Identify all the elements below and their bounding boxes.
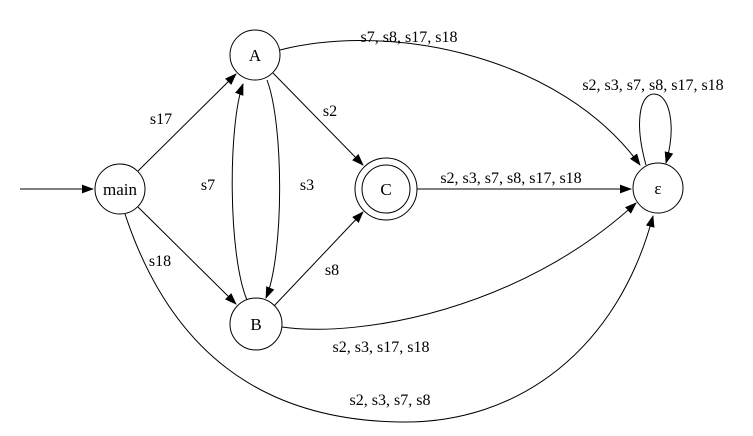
edge-A-to-epsilon [279,40,641,166]
node-main-label: main [103,180,137,199]
edge-main-to-B [137,206,237,305]
edge-A-to-C [272,72,364,166]
node-epsilon: ε [632,162,684,214]
edge-B-to-A [231,83,248,301]
edge-label-C-epsilon: s2, s3, s7, s8, s17, s18 [440,170,581,187]
node-C-label: C [380,180,391,199]
edge-main-to-epsilon [124,213,655,423]
edge-label-B-C: s8 [325,262,339,279]
node-A-label: A [249,46,262,65]
edge-label-A-C: s2 [323,103,337,120]
node-C-accepting: C [354,157,418,221]
node-C-inner-circle [361,164,411,214]
edge-B-to-epsilon [281,202,637,330]
edge-label-B-A: s7 [201,177,215,194]
node-B-circle [229,297,283,351]
edge-label-main-A: s17 [150,111,172,128]
edge-B-to-C [273,211,364,307]
edge-label-A-B: s3 [300,177,314,194]
edge-main-to-A [137,73,237,172]
edge-label-main-epsilon: s2, s3, s7, s8 [350,392,431,409]
edge-label-epsilon-self: s2, s3, s7, s8, s17, s18 [582,77,723,94]
nodes: main A B C ε [94,29,684,351]
edge-label-B-epsilon: s2, s3, s17, s18 [333,339,430,356]
node-epsilon-circle [632,162,684,214]
edges: s17 s18 s7 s3 s2 s8 s7, s8, s17, s18 s2,… [20,29,724,423]
edge-epsilon-self-loop [639,93,674,166]
edge-A-to-B [265,79,281,299]
node-B: B [229,297,283,351]
node-main-circle [94,163,146,215]
node-A-circle [229,29,281,81]
node-main: main [94,163,146,215]
edge-label-A-epsilon: s7, s8, s17, s18 [361,29,458,46]
node-A: A [229,29,281,81]
node-B-label: B [250,315,261,334]
edge-label-main-B: s18 [149,253,171,270]
node-epsilon-label: ε [654,179,661,198]
